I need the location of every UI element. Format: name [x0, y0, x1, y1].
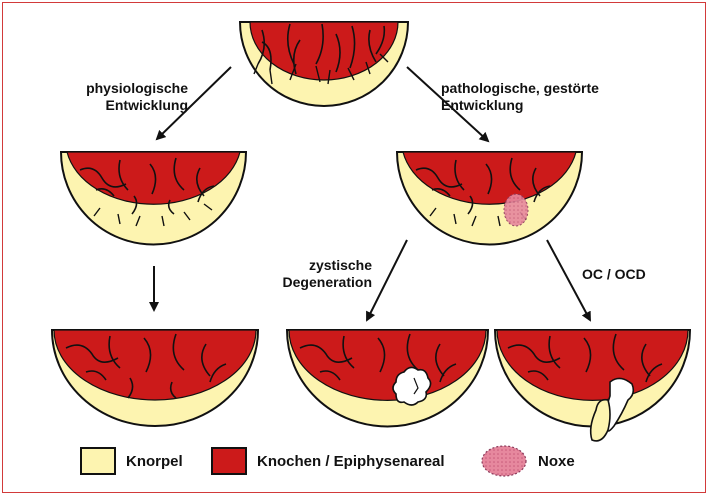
epiphysis-bottom-middle [287, 330, 488, 426]
label-pathological: pathologische, gestörte Entwicklung [441, 80, 691, 114]
legend-item-cartilage: Knorpel [80, 444, 183, 478]
label-physiological: physiologische Entwicklung [58, 80, 188, 114]
legend-label-cartilage: Knorpel [126, 453, 183, 470]
noxe-spot [504, 194, 528, 226]
epiphysis-middle-right [397, 152, 582, 245]
label-pathological-line1: pathologische, gestörte [441, 80, 691, 97]
label-physiological-line2: Entwicklung [58, 97, 188, 114]
label-oc-ocd: OC / OCD [582, 266, 646, 283]
legend-item-noxe: Noxe [480, 444, 575, 478]
epiphysis-bottom-right [495, 330, 690, 441]
legend-label-noxe: Noxe [538, 453, 575, 470]
legend-swatch-noxe [480, 444, 528, 478]
label-physiological-line1: physiologische [58, 80, 188, 97]
legend-swatch-cartilage [80, 447, 116, 475]
label-cystic-line1: zystische [262, 257, 372, 274]
legend-label-bone: Knochen / Epiphysenareal [257, 453, 445, 470]
legend-swatch-bone [211, 447, 247, 475]
epiphysis-top [240, 22, 408, 106]
epiphysis-middle-left [61, 152, 246, 245]
label-pathological-line2: Entwicklung [441, 97, 691, 114]
label-cystic-line2: Degeneration [262, 274, 372, 291]
legend-item-bone: Knochen / Epiphysenareal [211, 444, 445, 478]
label-cystic: zystische Degeneration [262, 257, 372, 291]
epiphysis-bottom-left [52, 330, 258, 426]
arrow-to-cystic [367, 240, 407, 320]
